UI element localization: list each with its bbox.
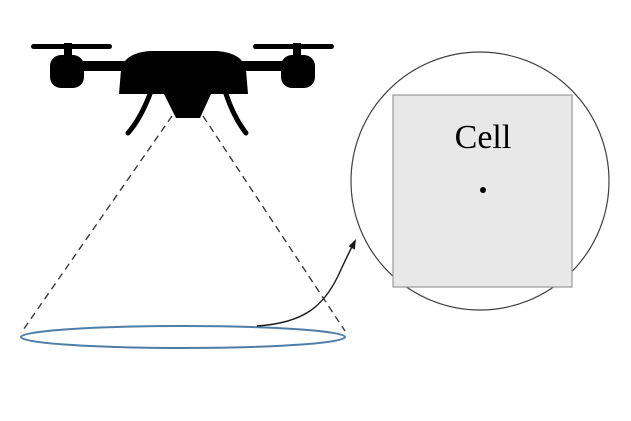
- zoom-pointer-arrow: [256, 240, 356, 327]
- drone-leg-left: [125, 91, 153, 136]
- drone-motor-left: [50, 55, 84, 88]
- zoom-pointer-arrowhead: [348, 239, 356, 250]
- drone-hub-left: [64, 43, 72, 58]
- drone-body: [119, 51, 248, 94]
- coverage-footprint-ellipse: [20, 325, 346, 349]
- drone-gimbal: [164, 94, 211, 118]
- cell-label: Cell: [455, 119, 512, 156]
- drone-hub-right: [293, 43, 301, 58]
- drone-icon: [31, 43, 334, 136]
- fov-cone-line-left: [20, 115, 173, 334]
- drone-motor-right: [281, 55, 315, 88]
- cell-center-dot: [480, 187, 486, 193]
- fov-cone-line-right: [202, 115, 346, 332]
- drone-leg-right: [223, 91, 249, 136]
